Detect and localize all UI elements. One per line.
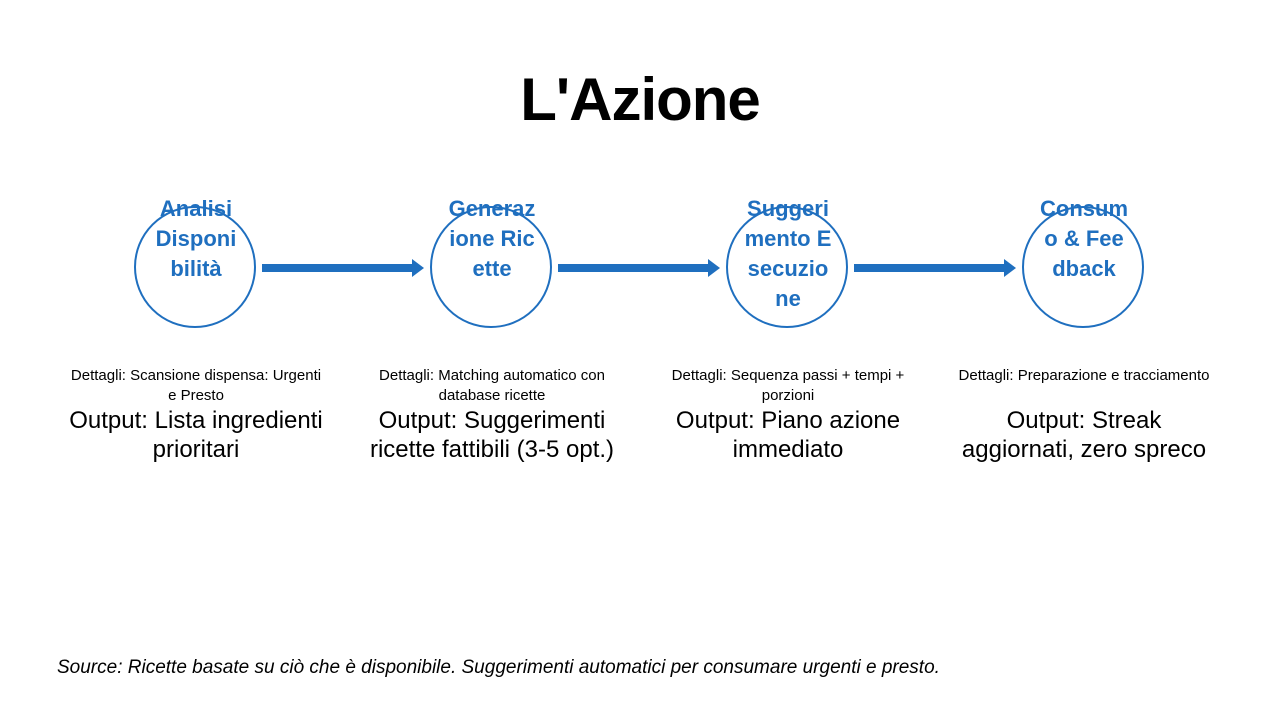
step-2-circle <box>430 206 552 328</box>
step-3-label: Suggerimento Esecuzione <box>744 196 832 311</box>
step-4-circle <box>1022 206 1144 328</box>
step-4-details: Dettagli: Preparazione e tracciamento <box>958 367 1210 384</box>
step-4-output: Output: Streak aggiornati, zero spreco <box>961 407 1207 463</box>
arrow-2-to-3 <box>558 259 720 277</box>
step-1-label: Analisi Disponibilità <box>155 196 237 281</box>
page-title: L'Azione <box>520 66 761 133</box>
step-2-details: Dettagli: Matching automatico con databa… <box>379 367 605 404</box>
step-2-label: Generazione Ricette <box>448 196 536 281</box>
step-2-output: Output: Suggerimenti ricette fattibili (… <box>369 407 615 463</box>
step-3-output: Output: Piano azione immediato <box>675 407 901 463</box>
step-4-label: Consumo & Feedback <box>1040 196 1128 281</box>
step-1-circle <box>134 206 256 328</box>
step-3-circle <box>726 206 848 328</box>
step-3-details: Dettagli: Sequenza passi + tempi + porzi… <box>671 367 905 404</box>
step-1-details: Dettagli: Scansione dispensa: Urgenti e … <box>70 367 322 404</box>
arrow-3-to-4 <box>854 259 1016 277</box>
arrow-1-to-2 <box>262 259 424 277</box>
step-1-output: Output: Lista ingredienti prioritari <box>69 407 323 463</box>
source-note: Source: Ricette basate su ciò che è disp… <box>57 657 940 678</box>
